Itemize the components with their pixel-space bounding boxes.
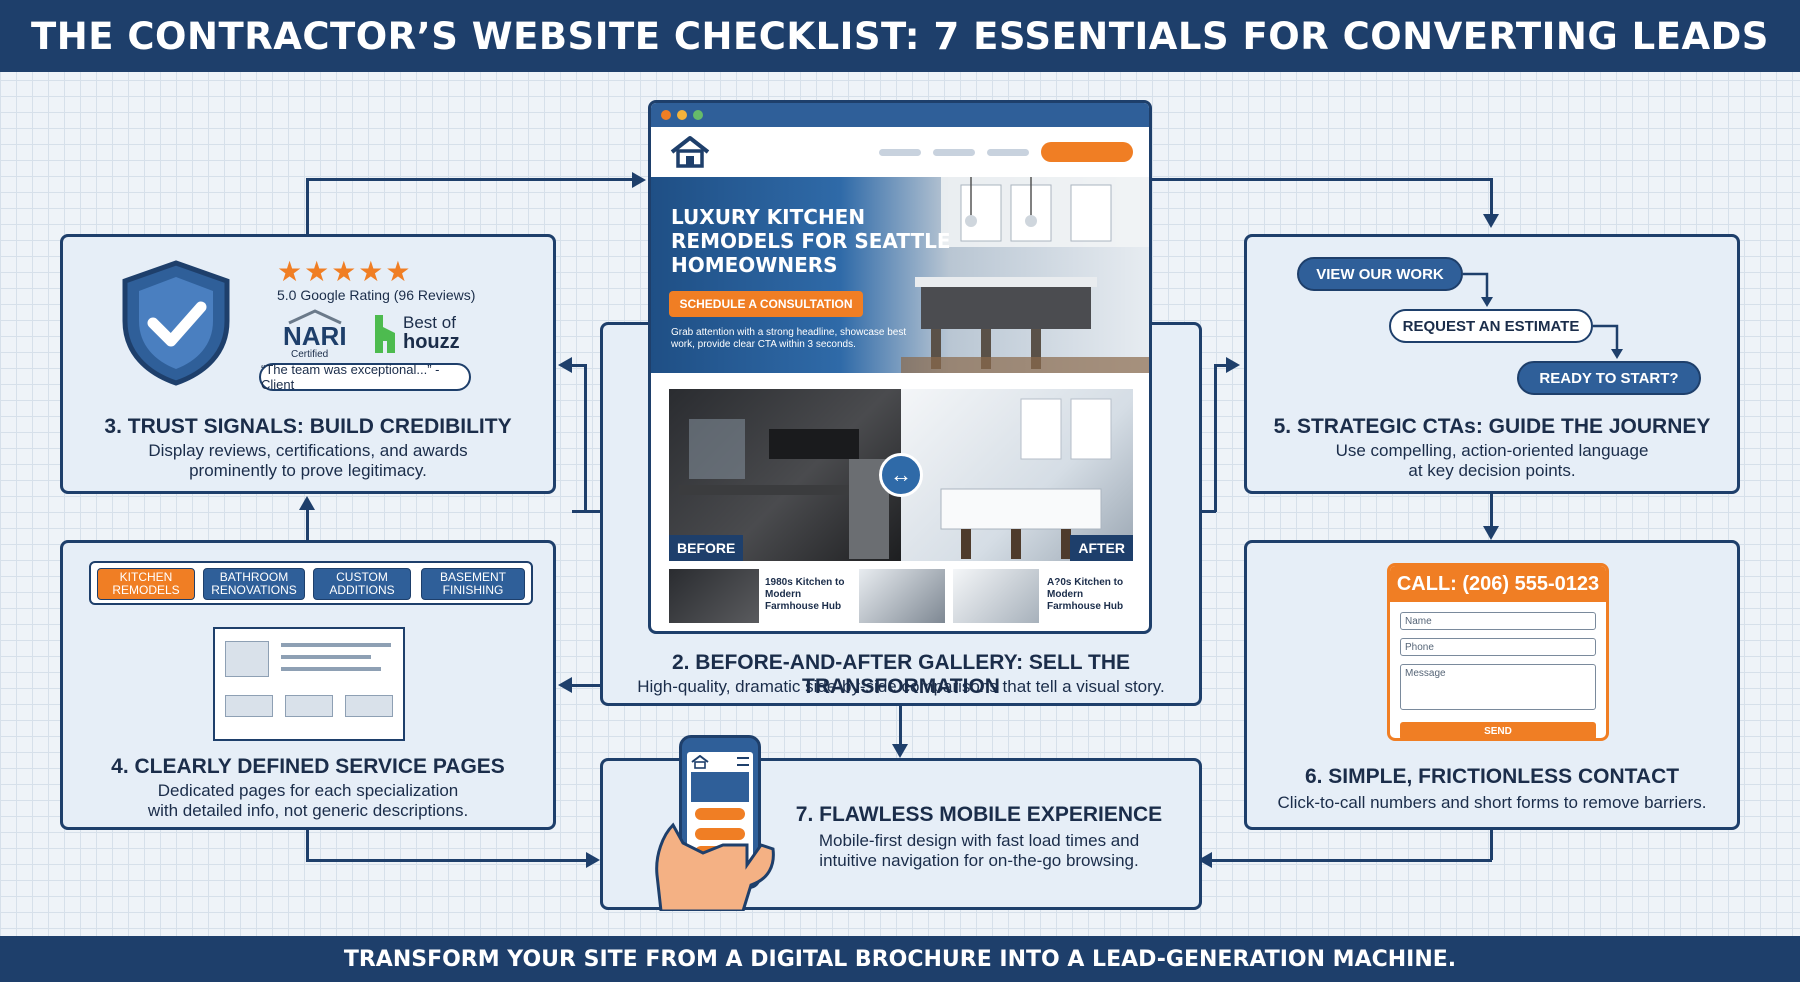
card-3-title: 3. TRUST SIGNALS: BUILD CREDIBILITY [104,415,512,438]
houzz-top: Best of [403,313,456,332]
arrow-left-icon [558,357,572,373]
thumbnail-1-caption: 1980s Kitchen to Modern Farmhouse Hub [765,577,845,612]
card-5-title: 5. STRATEGIC CTAs: GUIDE THE JOURNEY [1273,415,1711,438]
card-5-desc-2: at key decision points. [1408,461,1576,480]
nari-text: NARI [283,321,347,351]
arrow-left-icon [558,677,572,693]
nav-link[interactable] [933,149,975,156]
website-mockup: LUXURY KITCHEN REMODELS FOR SEATTLE HOME… [648,100,1152,634]
card-7-title: 7. FLAWLESS MOBILE EXPERIENCE [795,803,1163,826]
house-icon [670,136,710,168]
card-5-desc-1: Use compelling, action-oriented language [1335,441,1649,460]
arrow-right-icon [632,172,646,188]
houzz-badge: Best of houzz [373,313,483,357]
after-label: AFTER [1070,535,1133,561]
ready-to-start-button[interactable]: READY TO START? [1517,361,1701,395]
arrow-right-icon [586,852,600,868]
nav-link[interactable] [879,149,921,156]
footer-banner: TRANSFORM YOUR SITE FROM A DIGITAL BROCH… [0,936,1800,982]
hand-icon [655,822,775,911]
card-6-desc: Click-to-call numbers and short forms to… [1277,793,1707,812]
menu-icon [737,757,749,766]
before-label: BEFORE [669,535,744,561]
card-3-desc-1: Display reviews, certifications, and awa… [148,441,468,460]
shield-check-icon [122,260,230,386]
houzz-logo-icon [375,315,395,353]
step-arrow-icon [1593,324,1623,359]
arrow-down-icon [892,744,908,758]
house-icon [691,755,709,769]
send-button[interactable]: SEND [1400,722,1596,738]
arrow-up-icon [299,496,315,510]
call-number[interactable]: CALL: (206) 555-0123 [1390,566,1606,602]
roof-icon [288,309,342,325]
view-our-work-button[interactable]: VIEW OUR WORK [1297,257,1463,291]
star-icon: ★★★★★ [277,256,413,287]
schedule-consultation-button[interactable]: SCHEDULE A CONSULTATION [669,291,863,317]
window-dot-icon [693,110,703,120]
window-dot-icon [677,110,687,120]
page-title: THE CONTRACTOR’S WEBSITE CHECKLIST: 7 ES… [0,0,1800,72]
message-field[interactable]: Message [1400,664,1596,710]
phone-field[interactable]: Phone [1400,638,1596,656]
step-arrow-icon [1463,272,1493,307]
site-nav [651,127,1149,177]
nav-cta-button[interactable] [1041,142,1133,162]
browser-titlebar [651,103,1149,127]
window-dot-icon [661,110,671,120]
houzz-bottom: houzz [403,331,460,353]
arrow-down-icon [1483,214,1499,228]
nari-badge: NARI Certified [281,309,361,361]
card-trust-signals: ★★★★★ 5.0 Google Rating (96 Reviews) NAR… [60,234,556,494]
card-2-desc: High-quality, dramatic side-by-side comp… [637,677,1165,696]
gallery-thumbnails: 1980s Kitchen to Modern Farmhouse Hub A?… [669,569,1133,623]
card-4-desc-1: Dedicated pages for each specialization [157,781,459,800]
swap-arrows-icon[interactable]: ↔ [879,453,923,497]
nav-link[interactable] [987,149,1029,156]
card-4-desc-2: with detailed info, not generic descript… [147,801,469,820]
before-after-slider[interactable]: BEFORE AFTER ↔ [669,389,1133,561]
before-photo [669,389,901,561]
card-7-desc-1: Mobile-first design with fast load times… [818,831,1140,850]
request-estimate-button[interactable]: REQUEST AN ESTIMATE [1389,309,1593,343]
card-3-desc-2: prominently to prove legitimacy. [189,461,427,480]
nari-sub: Certified [291,349,329,360]
hero-headline: LUXURY KITCHEN REMODELS FOR SEATTLE HOME… [671,205,951,277]
card-6-title: 6. SIMPLE, FRICTIONLESS CONTACT [1304,765,1680,788]
card-strategic-ctas: VIEW OUR WORK REQUEST AN ESTIMATE READY … [1244,234,1740,494]
google-rating: 5.0 Google Rating (96 Reviews) [277,287,476,303]
after-photo [901,389,1133,561]
thumbnail-3[interactable] [953,569,1039,623]
thumbnail-2-caption: A?0s Kitchen to Modern Farmhouse Hub [1047,577,1124,612]
arrow-right-icon [1226,357,1240,373]
arrow-down-icon [1483,526,1499,540]
card-2-title: 2. BEFORE-AND-AFTER GALLERY: SELL THE TR… [671,651,1131,698]
thumbnail-1[interactable] [669,569,759,623]
card-4-title: 4. CLEARLY DEFINED SERVICE PAGES [111,755,505,778]
kitchen-photo [901,177,1149,373]
name-field[interactable]: Name [1400,612,1596,630]
card-mobile-experience: 7. FLAWLESS MOBILE EXPERIENCE Mobile-fir… [600,735,1202,911]
card-frictionless-contact: CALL: (206) 555-0123 Name Phone Message … [1244,540,1740,830]
thumbnail-2[interactable] [859,569,945,623]
hero-note: Grab attention with a strong headline, s… [671,327,907,350]
hero-section: LUXURY KITCHEN REMODELS FOR SEATTLE HOME… [651,177,1149,373]
page-wireframe [213,627,405,741]
client-quote: “The team was exceptional...” - Client [259,362,471,392]
contact-form: CALL: (206) 555-0123 Name Phone Message … [1387,563,1609,741]
card-7-desc-2: intuitive navigation for on-the-go brows… [819,851,1139,870]
